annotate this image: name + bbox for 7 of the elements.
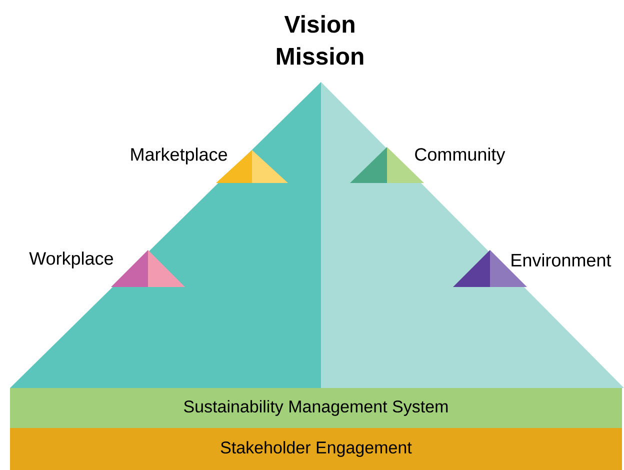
band: Sustainability Management System [10,388,622,428]
label: Environment [512,253,612,267]
label: Marketplace [131,148,227,164]
label: Community [415,148,506,164]
label: Workplace [29,252,113,268]
title: Vision Mission [276,15,364,65]
band: Stakeholder Engagement [10,428,622,470]
